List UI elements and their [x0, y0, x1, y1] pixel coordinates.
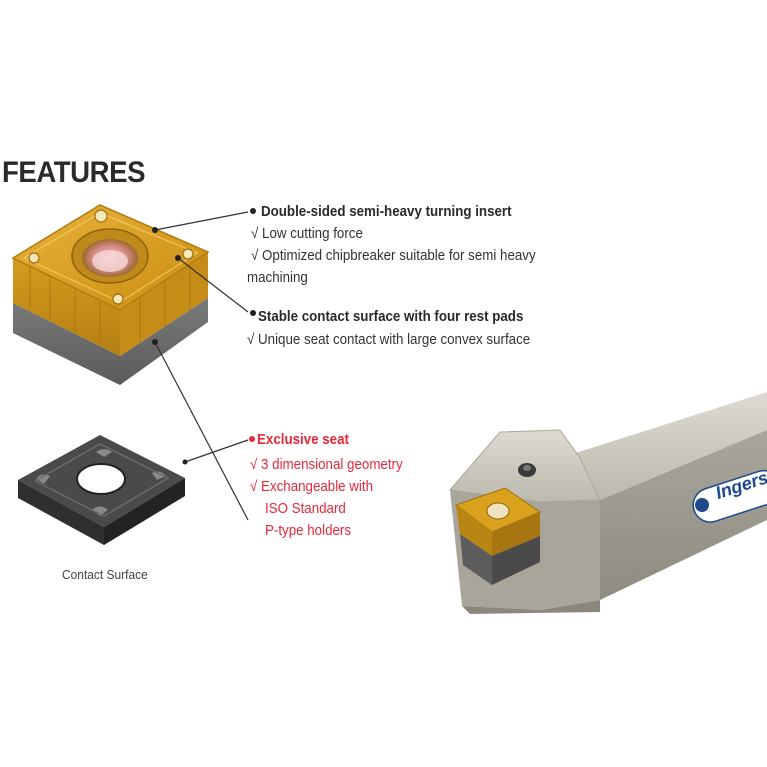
check-mark-icon: √: [247, 332, 255, 348]
feature-item: P-type holders: [265, 523, 352, 539]
check-mark-icon: √: [250, 457, 258, 473]
feature-item: √ 3 dimensional geometry: [250, 457, 403, 473]
feature-title-double-sided: Double-sided semi-heavy turning insert: [261, 204, 512, 220]
feature-item: √ Optimized chipbreaker suitable for sem…: [251, 248, 536, 264]
check-mark-icon: √: [250, 479, 258, 495]
feature-title-exclusive-seat: Exclusive seat: [257, 432, 349, 448]
tool-holder-image: [449, 392, 767, 614]
feature-item: machining: [247, 270, 308, 286]
brand-logo-icon: [695, 498, 709, 512]
contact-surface-image: [18, 435, 185, 545]
features-heading: FEATURES: [2, 156, 146, 189]
check-mark-icon: √: [251, 226, 259, 242]
feature-item: √ Exchangeable with: [250, 479, 374, 495]
contact-surface-caption: Contact Surface: [62, 567, 148, 582]
check-mark-icon: √: [251, 248, 259, 264]
feature-item: ISO Standard: [265, 501, 346, 517]
feature-title-contact-surface: Stable contact surface with four rest pa…: [258, 309, 524, 325]
leader-lines: [154, 211, 249, 521]
turning-insert-image: [11, 204, 210, 385]
bullet-dot-icon: [152, 208, 256, 465]
feature-item: √ Low cutting force: [251, 226, 363, 242]
feature-item: √ Unique seat contact with large convex …: [247, 332, 531, 348]
